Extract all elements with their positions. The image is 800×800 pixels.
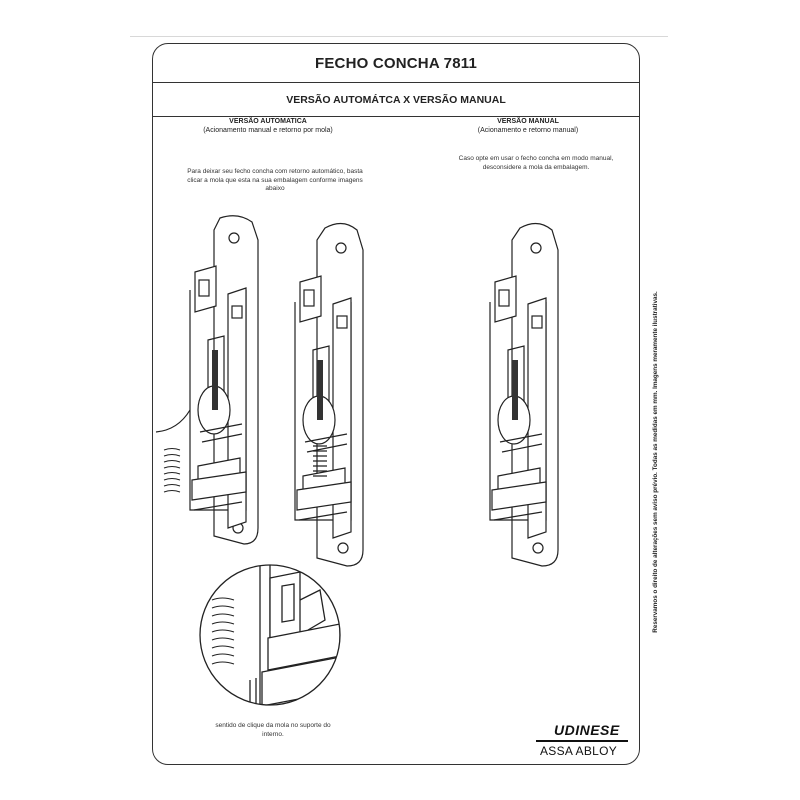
page-subtitle: VERSÃO AUTOMÁTCA X VERSÃO MANUAL — [286, 94, 506, 106]
title-box: FECHO CONCHA 7811 — [153, 44, 639, 83]
disclaimer-side-note: Reservamos o direito de alterações sem a… — [652, 291, 659, 633]
detail-caption: sentido de clique da mola no suporte do … — [215, 722, 331, 738]
manual-heading-text: VERSÃO MANUAL — [497, 118, 559, 125]
automatic-subheading-text: (Acionamento manual e retorno por mola) — [203, 127, 333, 134]
latch-drawing-with-loose-spring — [155, 215, 259, 545]
manual-version-heading: VERSÃO MANUAL (Acionamento e retorno man… — [448, 117, 608, 135]
manual-version-note: Caso opte em usar o fecho concha em modo… — [458, 155, 614, 171]
latch-drawing-spring-installed — [294, 222, 364, 567]
document-sheet: FECHO CONCHA 7811 VERSÃO AUTOMÁTCA X VER… — [152, 43, 640, 765]
page-top-rule — [130, 36, 668, 37]
automatic-version-note: Para deixar seu fecho concha com retorno… — [187, 168, 363, 192]
page-title: FECHO CONCHA 7811 — [314, 55, 478, 72]
brand-name: UDINESE — [554, 722, 620, 738]
brand-logo: UDINESE — [554, 722, 620, 740]
brand-divider — [536, 740, 628, 742]
latch-drawing-manual-version — [489, 222, 559, 567]
manual-subheading-text: (Acionamento e retorno manual) — [477, 127, 579, 134]
brand-group: ASSA ABLOY — [540, 744, 618, 758]
subtitle-box: VERSÃO AUTOMÁTCA X VERSÃO MANUAL — [153, 82, 639, 117]
spring-detail-zoom — [199, 564, 341, 706]
automatic-heading-text: VERSÃO AUTOMATICA — [229, 118, 307, 125]
automatic-version-heading: VERSÃO AUTOMATICA (Acionamento manual e … — [178, 117, 358, 135]
